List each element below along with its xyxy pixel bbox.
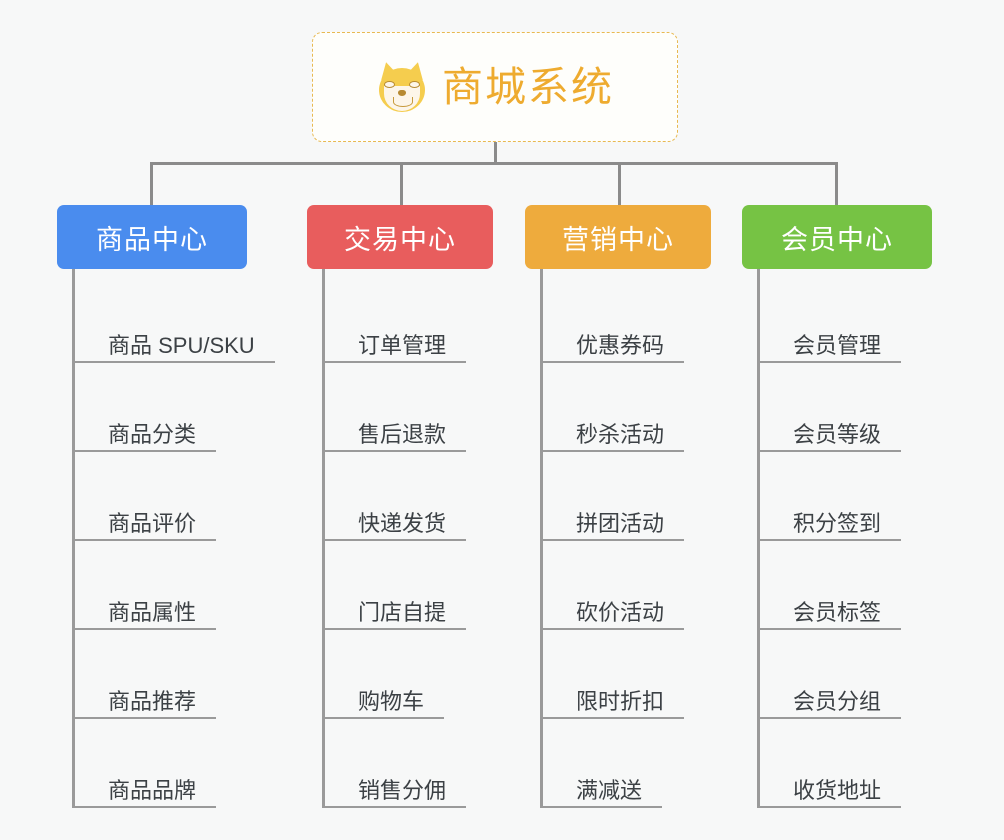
leaf-underline — [543, 361, 684, 363]
leaf-label: 满减送 — [576, 778, 643, 803]
leaf-item[interactable]: 商品分类 — [75, 363, 247, 452]
leaf-item[interactable]: 秒杀活动 — [543, 363, 711, 452]
leaf-underline — [325, 539, 466, 541]
leaf-item[interactable]: 商品评价 — [75, 452, 247, 541]
branch-header-label: 会员中心 — [781, 224, 893, 255]
leaf-item[interactable]: 门店自提 — [325, 541, 493, 630]
branch-header-3[interactable]: 营销中心 — [525, 205, 711, 269]
leaf-label: 会员管理 — [793, 333, 882, 358]
leaf-underline — [75, 361, 275, 363]
leaf-item[interactable]: 销售分佣 — [325, 719, 493, 808]
leaf-item[interactable]: 商品 SPU/SKU — [75, 274, 275, 363]
connector-horizontal-bus — [150, 162, 838, 165]
leaf-label: 秒杀活动 — [576, 422, 665, 447]
leaf-label: 门店自提 — [358, 600, 447, 625]
leaf-item[interactable]: 商品推荐 — [75, 630, 247, 719]
leaf-item[interactable]: 会员管理 — [760, 274, 932, 363]
leaf-label: 商品属性 — [108, 600, 197, 625]
leaf-label: 售后退款 — [358, 422, 447, 447]
leaf-label: 会员等级 — [793, 422, 882, 447]
leaf-underline — [325, 806, 466, 808]
leaf-underline — [760, 361, 901, 363]
leaf-label: 商品评价 — [108, 511, 197, 536]
leaf-item[interactable]: 商品属性 — [75, 541, 247, 630]
leaf-label: 订单管理 — [358, 333, 447, 358]
leaf-item[interactable]: 会员标签 — [760, 541, 932, 630]
leaf-item[interactable]: 满减送 — [543, 719, 711, 808]
leaf-label: 商品 SPU/SKU — [108, 333, 255, 358]
connector-root-stem — [494, 142, 497, 164]
leaf-item[interactable]: 拼团活动 — [543, 452, 711, 541]
branch-header-4[interactable]: 会员中心 — [742, 205, 932, 269]
leaf-underline — [75, 539, 216, 541]
branch-header-label: 商品中心 — [96, 224, 208, 255]
root-node[interactable]: 商城系统 — [312, 32, 678, 142]
leaf-underline — [75, 717, 216, 719]
leaf-label: 商品推荐 — [108, 689, 197, 714]
branch-column-1: 商品中心 商品 SPU/SKU 商品分类 商品评价 商品属性 商品推荐 — [57, 205, 275, 808]
leaf-list-4: 会员管理 会员等级 积分签到 会员标签 会员分组 收货地址 — [757, 269, 932, 808]
root-title: 商城系统 — [442, 63, 614, 110]
leaf-underline — [543, 806, 662, 808]
leaf-item[interactable]: 收货地址 — [760, 719, 932, 808]
leaf-underline — [543, 450, 684, 452]
leaf-underline — [760, 806, 901, 808]
leaf-underline — [325, 628, 466, 630]
leaf-underline — [543, 717, 684, 719]
leaf-underline — [325, 450, 466, 452]
leaf-item[interactable]: 会员等级 — [760, 363, 932, 452]
leaf-list-2: 订单管理 售后退款 快递发货 门店自提 购物车 销售分佣 — [322, 269, 493, 808]
leaf-item[interactable]: 限时折扣 — [543, 630, 711, 719]
leaf-item[interactable]: 优惠券码 — [543, 274, 711, 363]
leaf-label: 积分签到 — [793, 511, 882, 536]
leaf-item[interactable]: 会员分组 — [760, 630, 932, 719]
leaf-underline — [543, 628, 684, 630]
leaf-label: 商品分类 — [108, 422, 197, 447]
leaf-item[interactable]: 售后退款 — [325, 363, 493, 452]
leaf-item[interactable]: 快递发货 — [325, 452, 493, 541]
connector-drop-branch-4 — [835, 162, 838, 206]
connector-drop-branch-2 — [400, 162, 403, 206]
branch-header-label: 营销中心 — [562, 224, 674, 255]
branch-header-label: 交易中心 — [344, 224, 456, 255]
leaf-label: 限时折扣 — [576, 689, 665, 714]
branch-column-4: 会员中心 会员管理 会员等级 积分签到 会员标签 会员分组 — [742, 205, 932, 808]
leaf-underline — [760, 717, 901, 719]
leaf-label: 砍价活动 — [576, 600, 665, 625]
leaf-label: 拼团活动 — [576, 511, 665, 536]
leaf-underline — [760, 450, 901, 452]
leaf-underline — [325, 361, 466, 363]
leaf-label: 会员标签 — [793, 600, 882, 625]
leaf-item[interactable]: 购物车 — [325, 630, 493, 719]
leaf-label: 优惠券码 — [576, 333, 665, 358]
shiba-dog-icon — [376, 60, 428, 113]
leaf-underline — [760, 539, 901, 541]
connector-drop-branch-3 — [618, 162, 621, 206]
leaf-underline — [75, 450, 216, 452]
leaf-underline — [75, 628, 216, 630]
leaf-underline — [543, 539, 684, 541]
leaf-item[interactable]: 订单管理 — [325, 274, 493, 363]
leaf-item[interactable]: 积分签到 — [760, 452, 932, 541]
leaf-underline — [760, 628, 901, 630]
leaf-label: 快递发货 — [358, 511, 447, 536]
branch-header-1[interactable]: 商品中心 — [57, 205, 247, 269]
leaf-underline — [325, 717, 444, 719]
connector-drop-branch-1 — [150, 162, 153, 206]
branch-header-2[interactable]: 交易中心 — [307, 205, 493, 269]
leaf-list-1: 商品 SPU/SKU 商品分类 商品评价 商品属性 商品推荐 商品品牌 — [72, 269, 275, 808]
leaf-list-3: 优惠券码 秒杀活动 拼团活动 砍价活动 限时折扣 满减送 — [540, 269, 711, 808]
leaf-label: 会员分组 — [793, 689, 882, 714]
leaf-label: 销售分佣 — [358, 778, 447, 803]
leaf-label: 收货地址 — [793, 778, 882, 803]
leaf-item[interactable]: 砍价活动 — [543, 541, 711, 630]
leaf-label: 商品品牌 — [108, 778, 197, 803]
branch-column-3: 营销中心 优惠券码 秒杀活动 拼团活动 砍价活动 限时折扣 — [525, 205, 711, 808]
leaf-underline — [75, 806, 216, 808]
branch-column-2: 交易中心 订单管理 售后退款 快递发货 门店自提 购物车 — [307, 205, 493, 808]
leaf-item[interactable]: 商品品牌 — [75, 719, 247, 808]
leaf-label: 购物车 — [358, 689, 425, 714]
